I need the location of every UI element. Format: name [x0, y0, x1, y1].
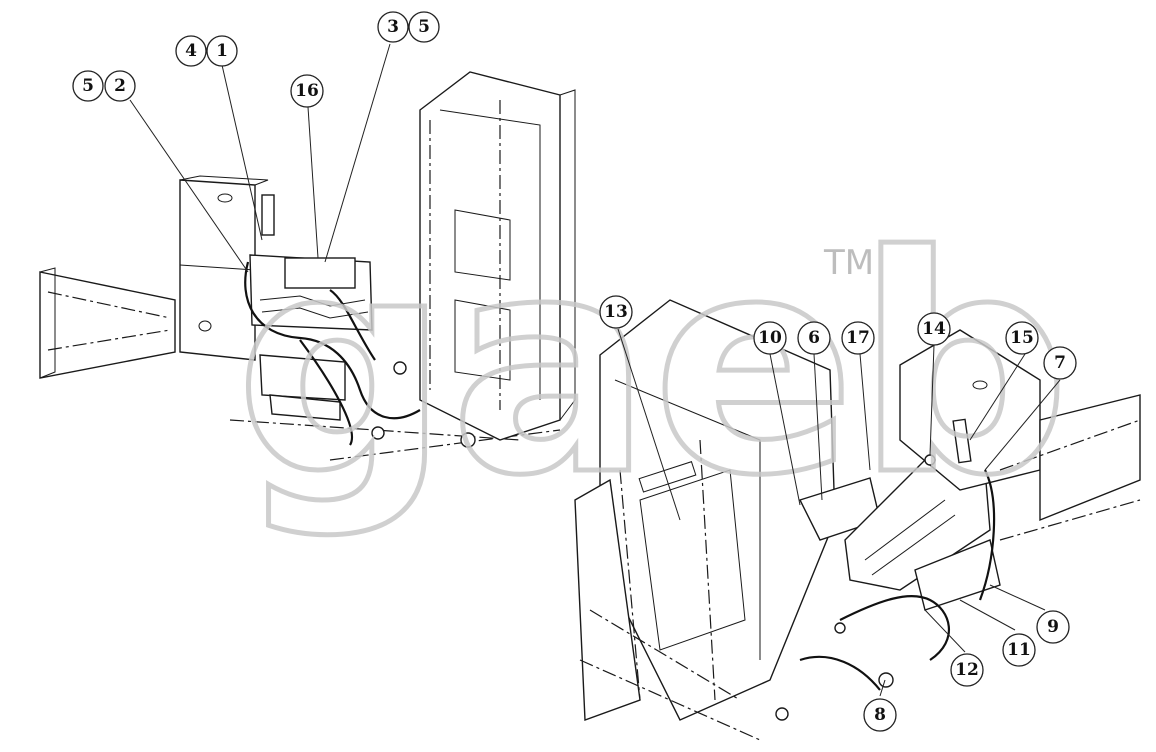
callout-12: 12: [950, 653, 984, 687]
callout-2: 2: [104, 70, 136, 102]
svg-text:16: 16: [295, 81, 319, 101]
callout-5-left: 5: [72, 70, 104, 102]
callout-5-top: 5: [408, 11, 440, 43]
svg-text:15: 15: [1010, 328, 1034, 348]
callout-4: 4: [175, 35, 207, 67]
svg-text:8: 8: [874, 705, 886, 725]
callout-10: 10: [753, 321, 787, 355]
svg-text:13: 13: [604, 302, 628, 322]
svg-text:9: 9: [1047, 617, 1059, 637]
svg-text:6: 6: [808, 328, 820, 348]
callout-17: 17: [841, 321, 875, 355]
callout-9: 9: [1036, 610, 1070, 644]
svg-text:3: 3: [387, 17, 399, 37]
watermark-trademark: TM: [823, 243, 874, 283]
callout-8: 8: [863, 698, 897, 732]
callouts-left: 4 1 3 5 5 2 16: [72, 11, 440, 108]
svg-text:4: 4: [185, 41, 197, 61]
callout-15: 15: [1005, 321, 1039, 355]
svg-text:2: 2: [114, 76, 126, 96]
callout-7: 7: [1043, 346, 1077, 380]
svg-text:12: 12: [955, 660, 979, 680]
callout-3: 3: [377, 11, 409, 43]
svg-text:1: 1: [216, 41, 228, 61]
svg-text:5: 5: [418, 17, 430, 37]
watermark-text: gaeb: [235, 192, 1070, 541]
right-assembly-view: [574, 299, 1141, 741]
svg-text:14: 14: [922, 319, 946, 339]
svg-text:17: 17: [846, 328, 870, 348]
watermark: gaeb TM: [233, 190, 1073, 544]
svg-text:7: 7: [1054, 353, 1066, 373]
callout-1: 1: [206, 35, 238, 67]
callout-6: 6: [797, 321, 831, 355]
svg-text:11: 11: [1007, 640, 1031, 660]
callout-14: 14: [917, 312, 951, 346]
callout-16: 16: [290, 74, 324, 108]
svg-text:5: 5: [82, 76, 94, 96]
callout-13: 13: [599, 295, 633, 329]
left-assembly-view: [39, 71, 576, 461]
leader-lines: [129, 43, 1061, 697]
callout-11: 11: [1002, 633, 1036, 667]
svg-text:10: 10: [758, 328, 782, 348]
callouts-right: 13 10 6 17 14 15 7 9 11 12 8: [599, 295, 1077, 732]
